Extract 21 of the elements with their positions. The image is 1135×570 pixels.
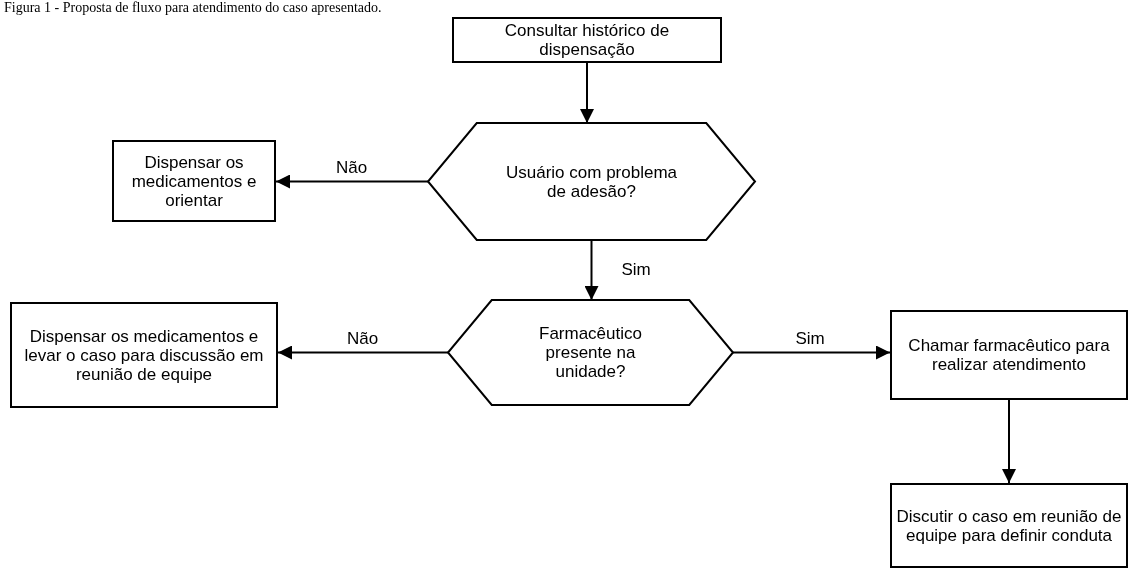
arrow <box>732 345 891 360</box>
node-text: Dispensar os medicamentos e levar o caso para discussão em reunião de equipe <box>23 326 265 384</box>
node-text: Discutir o caso em reunião de equipe para definir conduta <box>895 506 1123 545</box>
decision-hexagon <box>428 123 755 240</box>
node-text: Farmacêutico presente na unidade? <box>538 324 643 381</box>
arrow <box>584 239 599 301</box>
node-text: Consultar histórico de dispensação <box>503 21 671 59</box>
node-text: Usuário com problema de adesão? <box>505 162 678 201</box>
process-box <box>890 310 1128 400</box>
process-box <box>10 302 278 408</box>
process-box <box>890 483 1128 568</box>
process-box <box>112 140 276 222</box>
node-text: Chamar farmacêutico para realizar atendimento <box>907 336 1111 374</box>
arrow <box>580 62 594 124</box>
decision-hexagon <box>448 300 733 405</box>
figure-title: Figura 1 - Proposta de fluxo para atendimento do caso apresentado. <box>4 0 382 15</box>
node-text: Dispensar os medicamentos e orientar <box>130 152 258 210</box>
arrow <box>1002 399 1016 484</box>
arrow <box>277 345 449 360</box>
process-box <box>452 17 722 63</box>
arrow <box>275 174 429 189</box>
